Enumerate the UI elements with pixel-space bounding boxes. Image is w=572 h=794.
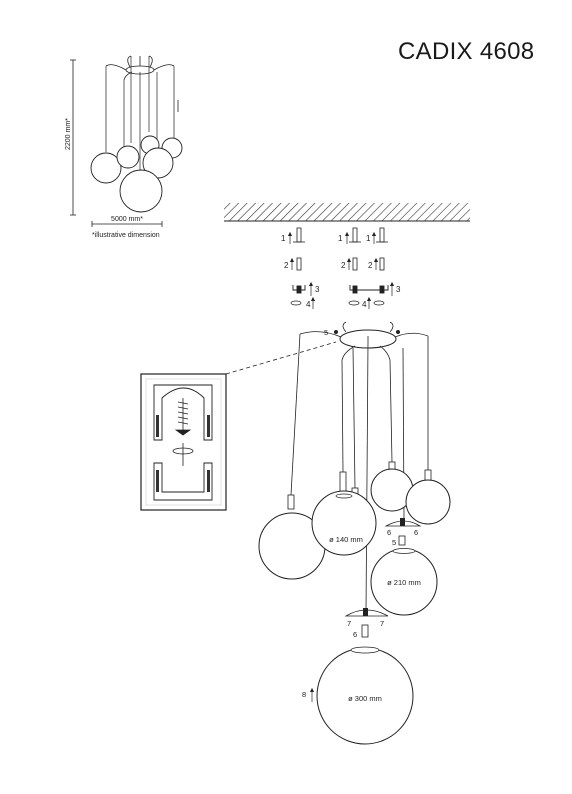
step-6-label-large: 6 — [353, 630, 357, 639]
step-7-label-left: 7 — [347, 619, 351, 628]
detail-inset — [140, 373, 227, 511]
globes — [258, 468, 451, 580]
product-title: CADIX 4608 — [398, 38, 535, 65]
step-6-label-right: 6 — [414, 528, 418, 537]
globe-mid-left — [311, 490, 377, 556]
step-2-screws — [296, 257, 385, 271]
step-3-label-b: 3 — [396, 285, 401, 294]
step-2-label-b: 2 — [341, 261, 346, 270]
step-3-brackets — [292, 285, 389, 294]
step-1-label-b: 1 — [338, 234, 343, 243]
step-7-label-right: 7 — [380, 619, 384, 628]
medium-globe-assembly — [370, 518, 438, 616]
height-label: 2200 mm* — [65, 118, 72, 150]
step-6-label-left: 6 — [387, 528, 391, 537]
diameter-large-label: ø 300 mm — [348, 694, 382, 703]
width-label: 5000 mm* — [111, 216, 143, 223]
globe-right — [405, 479, 451, 525]
step-1-anchors — [293, 227, 388, 243]
detail-leader-line — [225, 341, 337, 375]
step-1-label-c: 1 — [366, 234, 371, 243]
overview-illustration: 2200 mm* 5000 mm* *illustrative dimensio… — [65, 55, 183, 239]
diameter-medium-label: ø 210 mm — [387, 578, 421, 587]
step-2-label-c: 2 — [368, 261, 373, 270]
illustrative-note: *illustrative dimension — [92, 232, 160, 239]
cable-hooks — [299, 321, 429, 361]
step-4-label-b: 4 — [362, 300, 367, 309]
step-8-label: 8 — [302, 690, 306, 699]
step-5-label-socket: 5 — [392, 538, 396, 547]
diameter-small-label: ø 140 mm — [329, 535, 363, 544]
rotate-arrows — [290, 300, 385, 306]
step-3-label-a: 3 — [315, 285, 320, 294]
step-4-label-a: 4 — [306, 300, 311, 309]
detail-screw-icon — [174, 398, 192, 436]
step-2-label-a: 2 — [284, 261, 289, 270]
step-1-label-a: 1 — [281, 234, 286, 243]
large-globe-assembly — [316, 608, 414, 745]
ceiling-hatch — [224, 203, 470, 221]
